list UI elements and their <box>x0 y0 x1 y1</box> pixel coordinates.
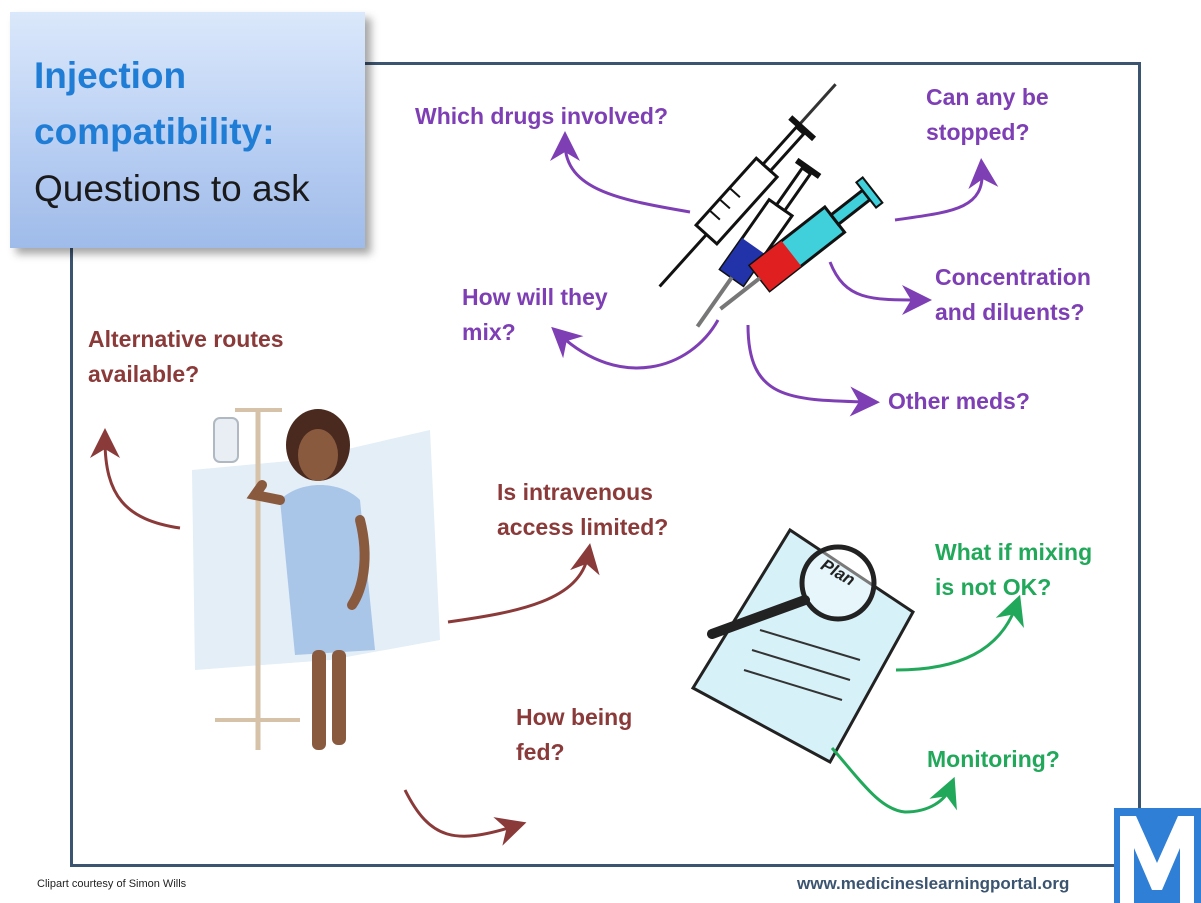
question-mix-line-1: How will they <box>462 284 608 310</box>
syringes-icon <box>658 83 884 328</box>
question-mix-line-2: mix? <box>462 319 516 345</box>
question-stopped-line-2: stopped? <box>926 119 1030 145</box>
question-iv-line-1: Is intravenous <box>497 479 653 505</box>
patient-illustration <box>192 408 440 750</box>
clipart-credit: Clipart courtesy of Simon Wills <box>37 878 187 890</box>
question-stopped-line-1: Can any be <box>926 84 1049 110</box>
question-routes-line-2: available? <box>88 361 200 387</box>
plan-document-icon <box>690 527 915 765</box>
question-fed-line-2: fed? <box>516 739 565 765</box>
question-iv-line-2: access limited? <box>497 514 669 540</box>
question-other-meds: Other meds? <box>888 388 1030 414</box>
question-routes-line-1: Alternative routes <box>88 326 284 352</box>
question-drugs-involved: Which drugs involved? <box>415 103 669 129</box>
question-stopped: Can any be stopped? <box>926 80 1049 150</box>
title-line-2: compatibility: <box>34 111 275 152</box>
question-concentration-line-1: Concentration <box>935 264 1091 290</box>
question-routes: Alternative routes available? <box>88 322 284 392</box>
question-mixing-line-2: is not OK? <box>935 574 1052 600</box>
question-fed: How being fed? <box>516 700 632 770</box>
portal-logo <box>1114 808 1201 903</box>
question-fed-line-1: How being <box>516 704 633 730</box>
question-concentration-line-2: and diluents? <box>935 299 1085 325</box>
question-mixing: What if mixing is not OK? <box>935 535 1092 605</box>
title-line-3: Questions to ask <box>34 168 310 209</box>
site-url: www.medicineslearningportal.org <box>797 874 1070 893</box>
title-line-1: Injection <box>34 55 187 96</box>
title-box: Injection compatibility: Questions to as… <box>10 12 365 248</box>
question-monitoring: Monitoring? <box>927 746 1060 772</box>
m-logo-icon <box>1120 816 1194 903</box>
question-concentration: Concentration and diluents? <box>935 260 1091 330</box>
diagram-frame <box>70 62 1141 867</box>
question-iv-access: Is intravenous access limited? <box>497 475 668 545</box>
question-mixing-line-1: What if mixing <box>935 539 1093 565</box>
question-mix: How will they mix? <box>462 280 608 350</box>
